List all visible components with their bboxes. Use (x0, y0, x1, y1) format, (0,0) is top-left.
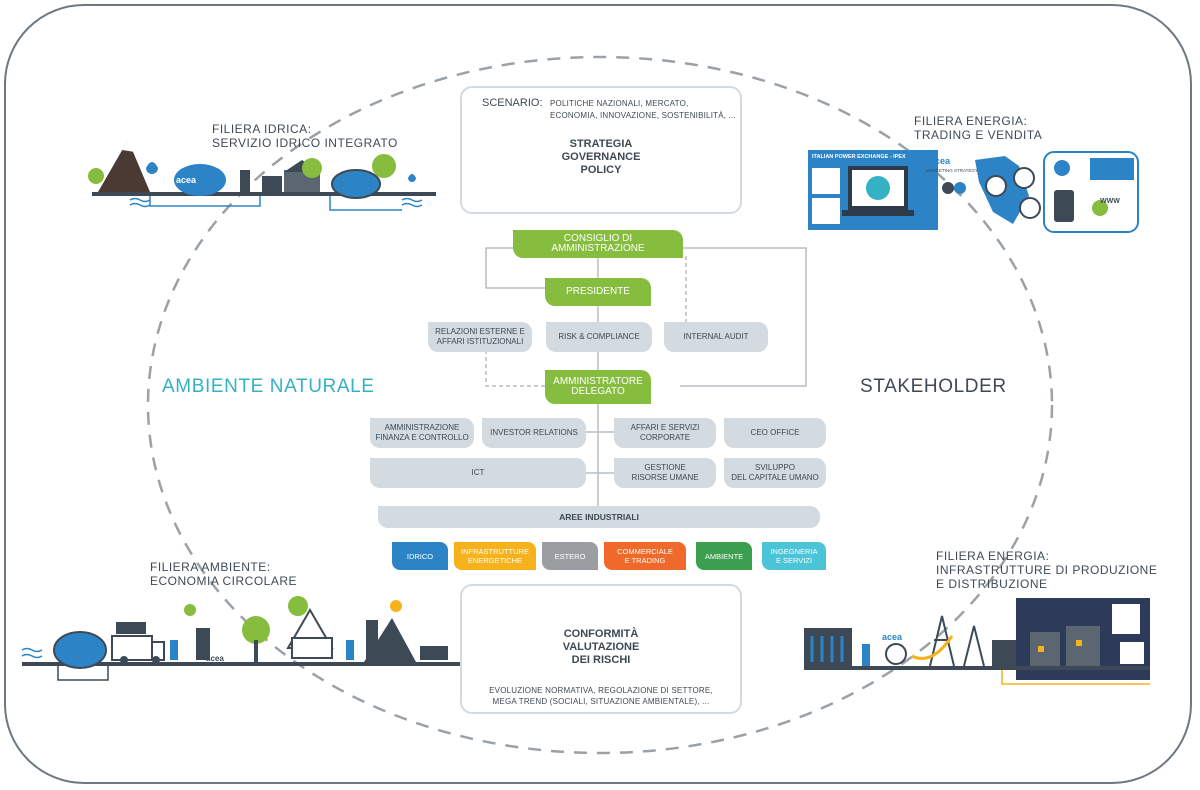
gru-line-1: GESTIONE (644, 463, 686, 472)
affari-line-1: AFFARI E SERVIZI (630, 423, 700, 432)
corner-top-left-sub: SERVIZIO IDRICO INTEGRATO (212, 136, 398, 150)
label-ambiente-naturale: AMBIENTE NATURALE (162, 376, 375, 397)
affari-line-2: CORPORATE (639, 433, 691, 442)
corner-bottom-right-sub2: E DISTRIBUZIONE (936, 577, 1048, 591)
brand-logo-energy: acea (882, 632, 903, 642)
www-caption: WWW (1100, 198, 1120, 205)
afc-line-2: FINANZA E CONTROLLO (375, 433, 469, 442)
corner-bottom-right-sub: INFRASTRUTTURE DI PRODUZIONE (936, 563, 1158, 577)
conformity-label-1: CONFORMITÀ (563, 628, 639, 640)
svil-line-2: DEL CAPITALE UMANO (731, 473, 819, 482)
ipex-banner: ITALIAN POWER EXCHANGE - IPEX (812, 154, 906, 160)
trading-illustration (808, 150, 1139, 233)
box-internal-audit: INTERNAL AUDIT (664, 322, 768, 352)
conformity-triangle-label: CONFORMITÀ VALUTAZIONE DEI RISCHI (541, 628, 661, 667)
water-illustration (88, 140, 436, 211)
waste-illustration (21, 596, 472, 681)
area-infra-l1: INFRASTRUTTURE (461, 547, 529, 556)
corner-top-right-title: FILIERA ENERGIA: (914, 114, 1028, 128)
svil-line-1: SVILUPPO (754, 463, 795, 472)
corner-bottom-right-title: FILIERA ENERGIA: (936, 549, 1050, 563)
corner-bottom-left-sub: ECONOMIA CIRCOLARE (150, 574, 298, 588)
conformity-line-2: MEGA TREND (SOCIALI, SITUAZIONE AMBIENTA… (492, 697, 710, 706)
conformity-label-3: DEI RISCHI (571, 654, 631, 666)
box-investor-relations: INVESTOR RELATIONS (482, 418, 586, 448)
corner-bottom-left-title: FILIERA AMBIENTE: (150, 560, 271, 574)
strategy-label-1: STRATEGIA (569, 138, 633, 150)
box-ict: ICT (370, 458, 586, 488)
corner-top-right-sub: TRADING E VENDITA (914, 128, 1043, 142)
gru-line-2: RISORSE UMANE (631, 473, 699, 482)
dashed-ellipse (146, 55, 1054, 755)
area-idrico-l1: IDRICO (406, 551, 434, 561)
strategy-label-3: POLICY (580, 164, 622, 176)
box-cda: CONSIGLIO DI AMMINISTRAZIONE (513, 230, 683, 258)
strategy-label-2: GOVERNANCE (561, 151, 641, 163)
conformity-panel (460, 584, 742, 714)
connector-cda-left (485, 247, 545, 289)
area-tag-ambiente: AMBIENTE (696, 542, 752, 570)
scenario-line-1: POLITICHE NAZIONALI, MERCATO, (550, 99, 689, 108)
ad-line-2: DELEGATO (571, 386, 625, 397)
scenario-line-2: ECONOMIA, INNOVAZIONE, SOSTENIBILITÀ, ..… (550, 111, 736, 120)
corner-top-left-title: FILIERA IDRICA: (212, 122, 312, 136)
area-tag-estero: ESTERO (542, 542, 598, 570)
brand-logo-trading: acea (930, 156, 951, 166)
area-tag-idrico: IDRICO (392, 542, 448, 570)
box-presidente: PRESIDENTE (545, 278, 651, 306)
energy-illustration (804, 598, 1150, 685)
label-stakeholder: STAKEHOLDER (860, 376, 1007, 397)
marketing-strategy-caption: MARKETING STRATEGY (926, 168, 978, 173)
scenario-heading: SCENARIO: (482, 97, 543, 109)
area-ing-l1: INGEGNERIA (770, 547, 818, 556)
brand-logo-water: acea (176, 175, 197, 185)
area-ing-l2: E SERVIZI (775, 556, 813, 565)
area-infra-l2: ENERGETICHE (467, 556, 523, 565)
connector-relazioni (485, 350, 545, 387)
area-comm-l2: E TRADING (624, 556, 666, 565)
connector-cda-right (680, 247, 807, 387)
ad-line-1: AMMINISTRATORE (553, 376, 643, 387)
conformity-line-1: EVOLUZIONE NORMATIVA, REGOLAZIONE DI SET… (489, 686, 713, 695)
box-ceo-office: CEO OFFICE (724, 418, 826, 448)
conformity-label-2: VALUTAZIONE (562, 641, 640, 653)
area-estero-l1: ESTERO (554, 551, 586, 561)
relazioni-line-1: RELAZIONI ESTERNE E (435, 327, 525, 336)
strategy-triangle-label: STRATEGIA GOVERNANCE POLICY (541, 138, 661, 177)
afc-line-1: AMMINISTRAZIONE (384, 423, 460, 432)
brand-logo-waste: acea (206, 654, 224, 663)
scenario-panel (460, 86, 742, 214)
box-aree-industriali: AREE INDUSTRIALI (378, 506, 820, 528)
box-risk-compliance: RISK & COMPLIANCE (546, 322, 652, 352)
area-comm-l1: COMMERCIALE (617, 547, 673, 556)
area-amb-l1: AMBIENTE (704, 551, 744, 561)
relazioni-line-2: AFFARI ISTITUZIONALI (436, 337, 524, 346)
